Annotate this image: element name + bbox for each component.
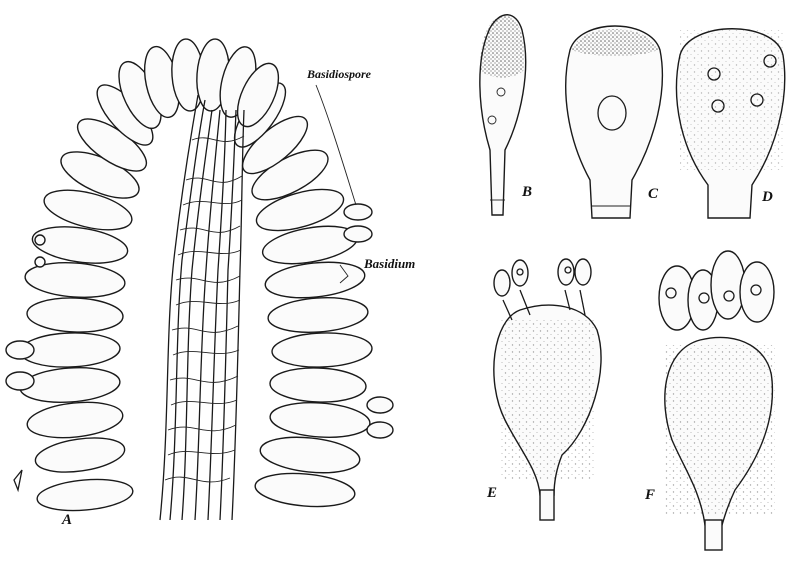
panel-e-sterigmata-spores — [494, 259, 601, 520]
basidium-right-4 — [271, 331, 372, 368]
basidiospore-leader — [316, 85, 356, 205]
panel-label-c: C — [648, 186, 659, 202]
basidium-right-1 — [258, 433, 361, 477]
panel-a-hymenium — [6, 38, 393, 520]
basidium-left-0 — [36, 476, 134, 514]
label-basidium: Basidium — [363, 256, 415, 271]
basidium-right-2 — [269, 400, 371, 441]
basidium-right-0 — [254, 470, 356, 511]
panel-label-d: D — [761, 189, 773, 205]
panel-label-e: E — [486, 485, 497, 501]
basidium-left-2 — [25, 398, 124, 442]
basidium-right-5 — [267, 295, 369, 336]
basidium-right-3 — [269, 366, 366, 403]
sterigma-tip — [14, 470, 22, 490]
panel-label-f: F — [644, 487, 655, 503]
basidium-right-6 — [263, 258, 366, 302]
basidium-left-1 — [33, 433, 127, 477]
basidium-left-3 — [19, 365, 121, 406]
trama-hyphae — [160, 95, 244, 520]
panel-label-a: A — [61, 512, 72, 528]
panel-label-b: B — [521, 184, 532, 200]
panel-b-young-basidium — [480, 15, 526, 215]
panel-f-mature-basidium — [659, 251, 775, 550]
label-basidiospore: Basidiospore — [306, 67, 372, 81]
basidium-left-5 — [26, 296, 123, 333]
